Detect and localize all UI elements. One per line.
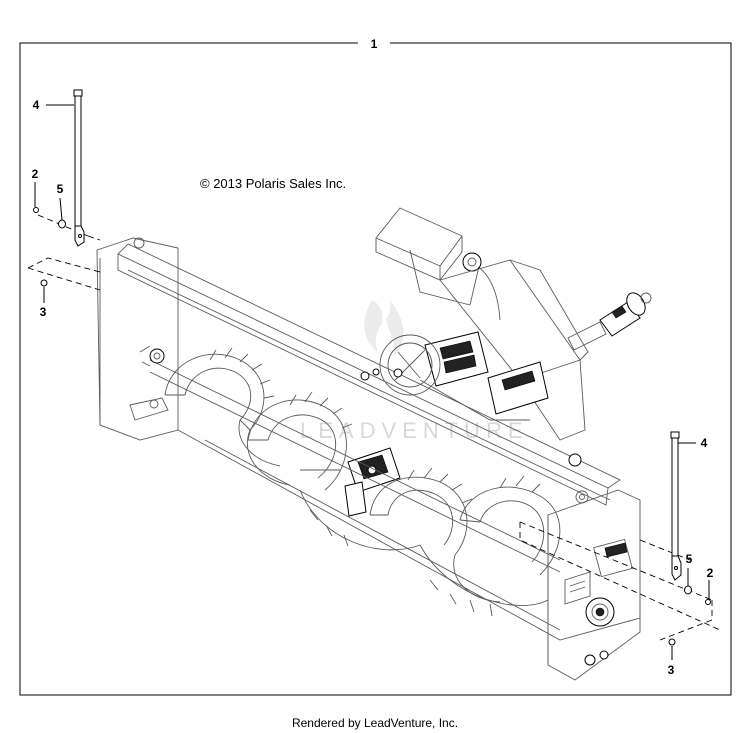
left-skid-rod[interactable] [73,89,85,247]
callout-left-nut[interactable]: 3 [40,305,47,319]
right-skid-rod[interactable] [670,431,682,581]
assembly-callout-1[interactable]: 1 [371,37,378,51]
left-nut[interactable] [40,279,48,287]
callout-left-rod[interactable]: 4 [33,98,40,112]
callout-right-washer[interactable]: 5 [686,552,693,566]
right-mounting-area [519,521,721,641]
diagram-frame [19,42,732,696]
callout-right-pin[interactable]: 2 [707,566,714,580]
footer-credit: Rendered by LeadVenture, Inc. [292,716,458,730]
snow-thrower-assembly [96,207,652,681]
leader-line-left-washer [59,197,63,221]
callout-left-washer[interactable]: 5 [57,182,64,196]
copyright-notice: © 2013 Polaris Sales Inc. [200,176,346,191]
watermark-text: LEADVENTURE [300,418,529,443]
callout-right-rod[interactable]: 4 [701,436,708,450]
left-cotter-pin[interactable] [33,207,39,213]
right-cotter-pin[interactable] [705,599,711,605]
callout-left-pin[interactable]: 2 [32,167,39,181]
right-nut[interactable] [668,638,676,646]
left-washer[interactable] [58,219,66,229]
watermark: LEADVENTURE [300,300,529,443]
callout-right-nut[interactable]: 3 [668,663,675,677]
right-washer[interactable] [684,585,692,595]
